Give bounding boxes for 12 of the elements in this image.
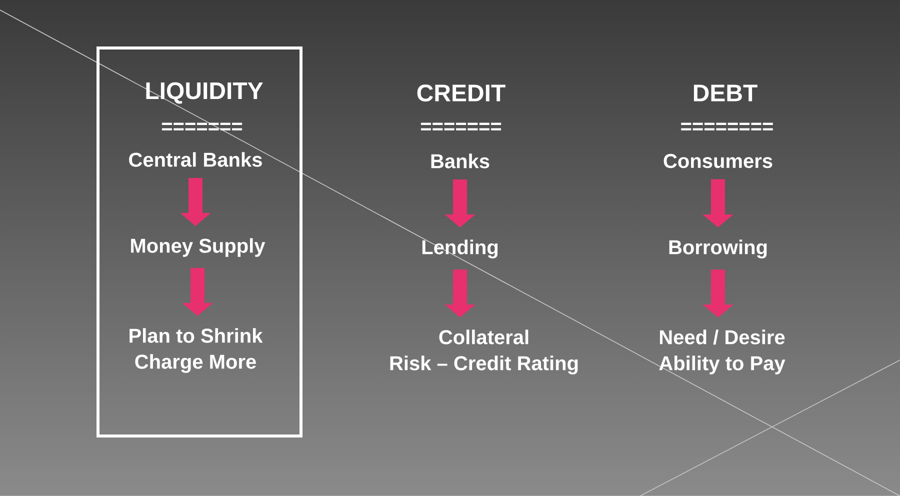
column-heading: DEBT [694,84,758,102]
column-item: Need / Desire Ability to Pay [659,330,786,374]
column-item: Consumers [664,154,772,168]
column-item: Central Banks [129,152,262,167]
column-item: Money Supply [131,238,266,257]
heading-underline: ======= [420,122,502,130]
column-item: Borrowing [669,240,767,258]
column-item: Collateral Risk – Credit Rating [390,330,578,374]
column-item: Plan to Shrink Charge More [130,328,263,373]
column-heading: CREDIT [417,84,506,102]
heading-underline: ======== [681,122,773,130]
column-item: Banks [431,154,490,168]
